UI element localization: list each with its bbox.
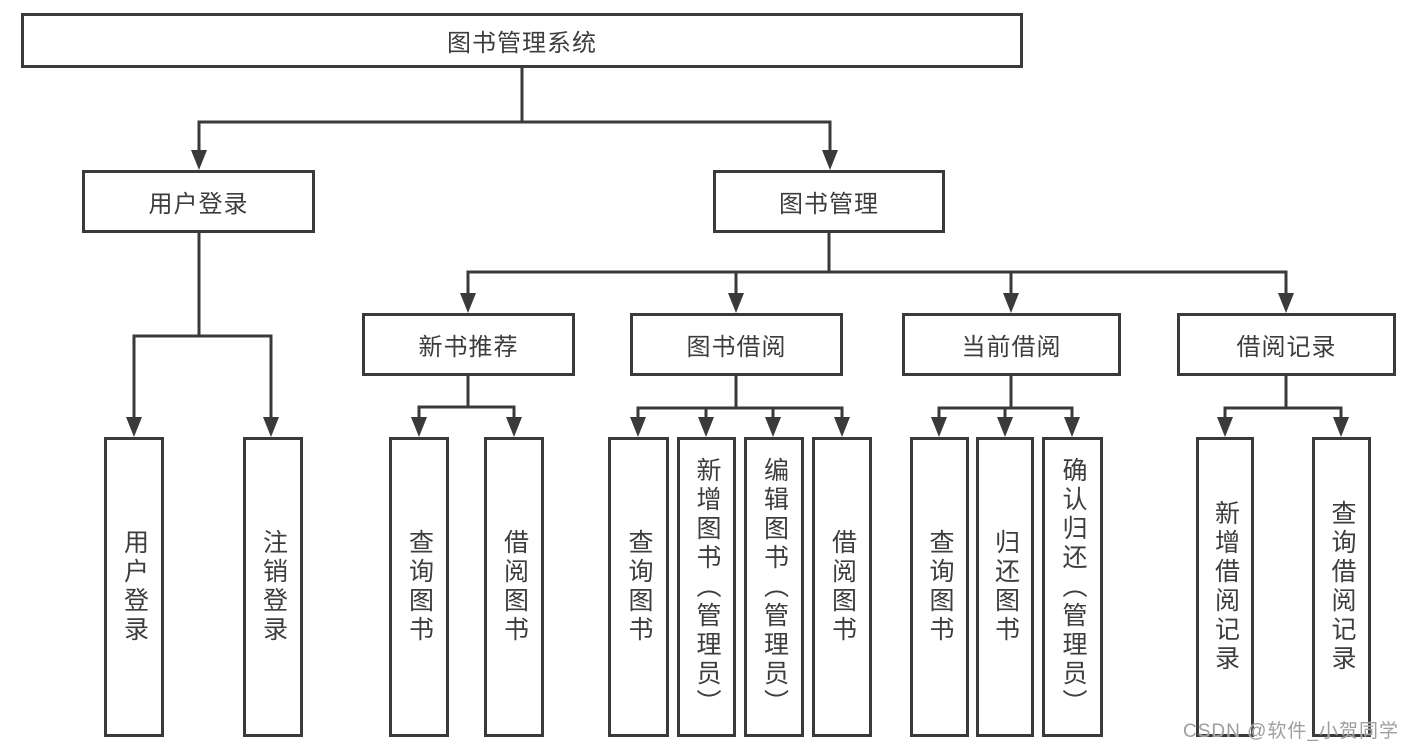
connector-book-borrow-children	[636, 376, 844, 419]
node-bb-query-books: 查询图书	[608, 437, 669, 737]
node-br-query-record: 查询借阅记录	[1312, 437, 1371, 737]
node-bb-borrow-books: 借阅图书	[812, 437, 872, 737]
arrow-down-icon	[834, 417, 850, 437]
arrow-down-icon	[765, 417, 781, 437]
node-borrow-records: 借阅记录	[1177, 313, 1396, 376]
node-nb-borrow-books: 借阅图书	[484, 437, 544, 737]
node-cb-query-books: 查询图书	[910, 437, 969, 737]
node-br-add-record: 新增借阅记录	[1196, 437, 1254, 737]
arrow-down-icon	[822, 150, 838, 170]
node-book-management: 图书管理	[713, 170, 945, 233]
arrow-down-icon	[931, 417, 947, 437]
node-bb-edit-books-admin: 编辑图书（管理员）	[744, 437, 804, 737]
arrow-down-icon	[411, 417, 427, 437]
node-logout-leaf: 注销登录	[243, 437, 303, 737]
node-book-borrow: 图书借阅	[630, 313, 843, 376]
arrow-down-icon	[997, 417, 1013, 437]
connector-root-to-level2	[197, 68, 832, 152]
arrow-down-icon	[630, 417, 646, 437]
arrow-down-icon	[460, 293, 476, 313]
node-cb-return-books: 归还图书	[976, 437, 1034, 737]
node-cb-confirm-return-admin: 确认归还（管理员）	[1042, 437, 1103, 737]
connector-current-borrow-children	[937, 376, 1074, 419]
arrow-down-icon	[263, 417, 279, 437]
node-nb-query-books: 查询图书	[389, 437, 449, 737]
arrow-down-icon	[1217, 417, 1233, 437]
node-current-borrow: 当前借阅	[902, 313, 1121, 376]
arrow-down-icon	[1003, 293, 1019, 313]
connector-borrow-record-children	[1223, 376, 1343, 419]
arrow-down-icon	[1333, 417, 1349, 437]
connector-new-book-children	[417, 376, 516, 419]
node-bb-add-books-admin: 新增图书（管理员）	[677, 437, 736, 737]
connector-user-login-children	[132, 233, 273, 419]
arrow-down-icon	[728, 293, 744, 313]
arrow-down-icon	[506, 417, 522, 437]
connector-book-mgmt-children	[466, 233, 1288, 295]
csdn-watermark: CSDN @软件_小贺同学	[1183, 721, 1399, 742]
arrow-down-icon	[1278, 293, 1294, 313]
arrow-down-icon	[191, 150, 207, 170]
node-user-login-leaf: 用户登录	[104, 437, 164, 737]
arrow-down-icons	[126, 150, 1349, 437]
node-library-system: 图书管理系统	[21, 13, 1023, 68]
arrow-down-icon	[126, 417, 142, 437]
node-new-book-recommend: 新书推荐	[362, 313, 575, 376]
arrow-down-icon	[698, 417, 714, 437]
arrow-down-icon	[1064, 417, 1080, 437]
node-user-login: 用户登录	[82, 170, 315, 233]
